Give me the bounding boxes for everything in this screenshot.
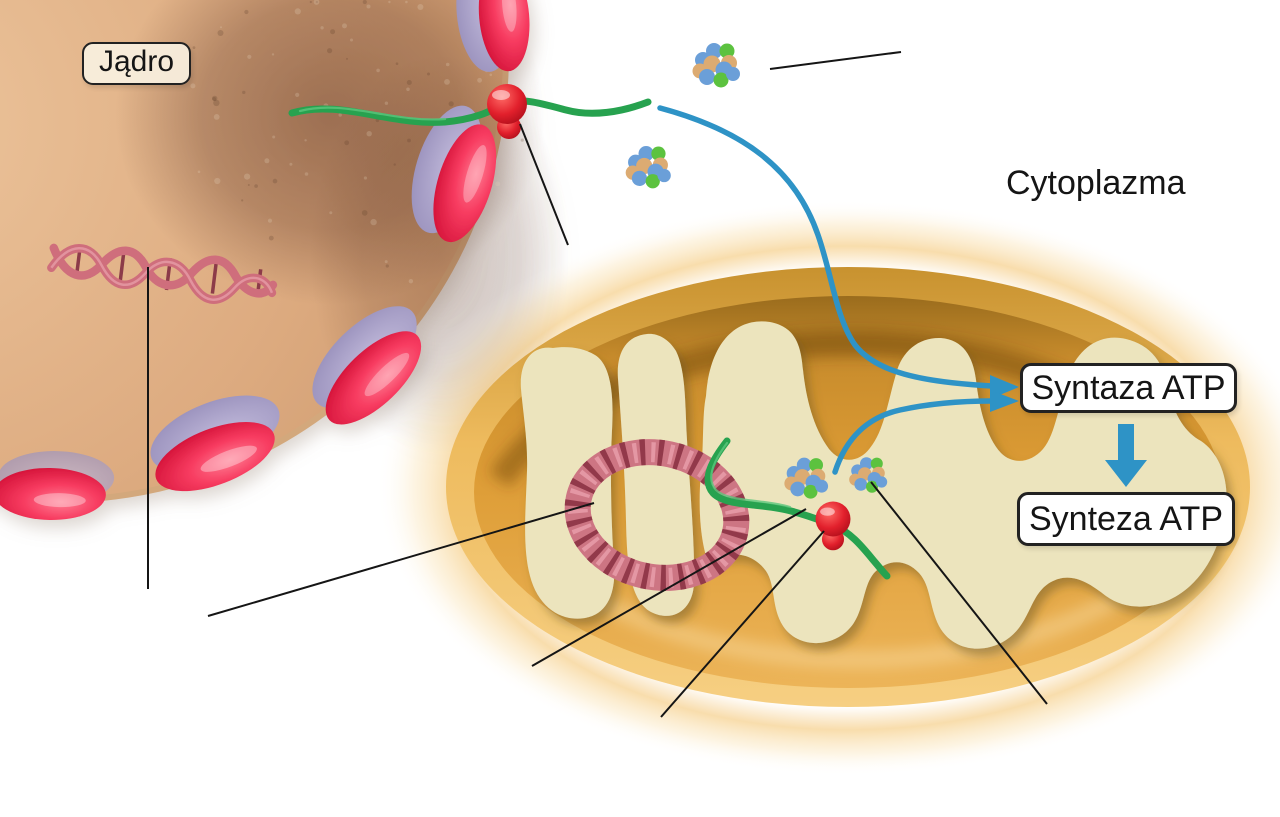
nuclear-pore — [0, 451, 115, 520]
pointer-line-mito-ribosome — [660, 530, 825, 718]
mrna-strand-mitochondrion — [704, 437, 891, 580]
pointer-line-protein-top — [769, 51, 902, 70]
arrow-syntaza-to-synteza — [1105, 424, 1147, 487]
nucleus-label: Jądro — [82, 42, 192, 85]
protein-cluster-cytoplasm-mid — [625, 146, 671, 189]
cytoplasm-label: Cytoplazma — [1006, 164, 1186, 202]
nuclear-pore — [456, 0, 530, 72]
mitochondrion-inner-light — [539, 557, 1164, 669]
pointer-line-ribosome-cytoplasm — [519, 123, 569, 246]
atp-synthesis-label: Synteza ATP — [1017, 492, 1235, 546]
nuclear-pore — [312, 306, 422, 425]
mitochondrial-dna-ring — [564, 439, 750, 591]
pointer-line-mito-protein — [870, 481, 1048, 705]
arrowhead-mitochondrial — [990, 390, 1019, 412]
protein-cluster-cytoplasm-top — [692, 43, 740, 88]
mrna-mito-highlight — [710, 441, 792, 509]
ribosome-mitochondrion — [815, 501, 851, 551]
mitochondrion — [376, 200, 1280, 776]
dna-double-helix — [47, 243, 278, 304]
atp-synthase-label: Syntaza ATP — [1020, 363, 1237, 413]
crista-lobe-stalk — [617, 333, 695, 616]
nuclear-pore — [411, 105, 497, 243]
nuclear-pore — [150, 395, 280, 492]
transport-arrow-mitochondrial — [832, 390, 1019, 475]
ribosome-cytoplasm — [487, 84, 527, 139]
pointer-line-mito-dna — [207, 502, 595, 617]
mrna-cyto-highlight — [298, 106, 447, 121]
pointer-line-mito-mrna — [531, 508, 807, 667]
